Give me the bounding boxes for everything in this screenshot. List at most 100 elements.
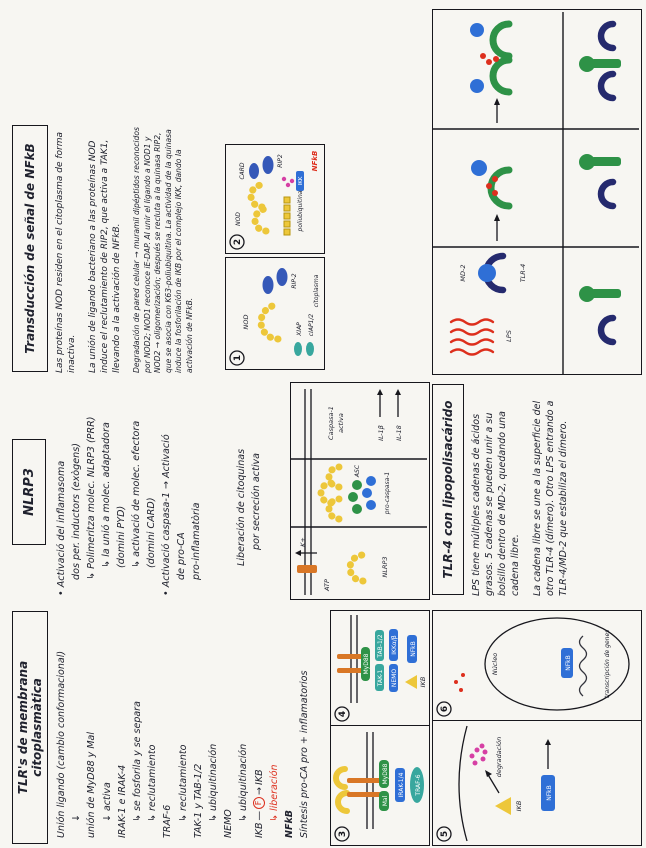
- step-number: 6: [440, 706, 450, 712]
- receptor-icon: [597, 314, 617, 346]
- rip2-molecule: [262, 156, 274, 174]
- card-domain: [249, 163, 259, 179]
- inflammasome-diagram: ATP K+ NLRP3 ASC pro-caspasa-1 Caspasa-1…: [290, 382, 430, 600]
- receptor-icon: [597, 20, 617, 52]
- lps-bound-dot: [486, 59, 492, 65]
- cascade-line: ↓ activa: [101, 782, 113, 822]
- tlr4-ectodomain: [489, 56, 513, 96]
- cascade-line: unión de MyD88 y Mal: [86, 732, 98, 838]
- nlrp3-title-text: NLRP3: [21, 468, 37, 516]
- nod-diagram-2-svg: 2 NOD CARD RIP2 poliubiquitina IKK NFkB: [229, 151, 319, 250]
- diagram-5-svg: 5 IKB degradación NFkB: [436, 725, 555, 842]
- diagram-5-panel: 5 IKB degradación NFkB: [433, 721, 641, 845]
- irak-label: IRAK-1/4: [398, 772, 405, 797]
- md2-molecule: [470, 23, 484, 37]
- receptor-head: [579, 56, 595, 72]
- traf6-molecule: [410, 767, 424, 803]
- step-number: 4: [338, 711, 348, 717]
- atp-label: ATP: [323, 579, 331, 592]
- receptor-icon: [597, 70, 617, 102]
- ubiquitin-unit: [283, 220, 291, 228]
- step-circle: [229, 350, 245, 366]
- ikb-triangle: [495, 797, 511, 815]
- receptor-icon: [597, 178, 617, 210]
- degradation-dot: [480, 756, 486, 762]
- caspase-label: Caspasa-1: [327, 406, 335, 440]
- procaspase-label: pro-caspasa-1: [384, 472, 391, 515]
- nfkb-paragraph: Las proteínas NOD residen en el citoplas…: [55, 132, 77, 373]
- cytoplasm-label: citoplasma: [313, 274, 320, 307]
- lps-acyl-chain: [449, 338, 495, 346]
- p2x7-channel: [297, 565, 317, 573]
- note-line: ↳ Polimeritza molec. NLRP3 (PRR): [86, 416, 97, 580]
- nod-diagram-1: 1 NOD RIP-2 XIAP cIAP1/2 citoplasma: [225, 257, 325, 370]
- membrane-line: [458, 725, 468, 842]
- tlr4-paragraph: LPS tiene múltiples cadenas de ácidos gr…: [471, 411, 521, 596]
- liberation-note: ↳ liberación: [268, 764, 280, 822]
- cascade-line: IRAK-1 e IRAK-4: [116, 764, 128, 838]
- diagram-4-svg: 4 MyD88 TAK-1 TAB-1/2 NEMO IKKα/β IKB NF…: [334, 615, 427, 722]
- signal-dot: [459, 688, 463, 693]
- cascade-line: TAK-1 y TAB-1/2: [192, 763, 204, 838]
- mal-label: Mal: [382, 795, 389, 806]
- nod-oligomer: [247, 181, 266, 211]
- diagram-6-panel: 6 Núcleo NFkB transcripción de genes: [433, 611, 641, 722]
- note-line: pro-inflamatòria: [191, 502, 202, 580]
- signal-dot: [454, 680, 458, 685]
- nod-diagram-1-svg: 1 NOD RIP-2 XIAP cIAP1/2 citoplasma: [229, 268, 320, 366]
- traf6-label: TRAF-6: [415, 774, 422, 796]
- step-circle: [334, 706, 350, 722]
- diagram-3-panel: 3 Mal MyD88 IRAK-1/4 TRAF-6: [331, 726, 429, 845]
- ubiquitin-unit: [283, 196, 291, 204]
- tlr-receptor-bar: [347, 792, 381, 797]
- cytokine-secretion-note: Liberación de citoquinas por secreción a…: [234, 396, 270, 566]
- nfkb-notes: Las proteínas NOD residen en el citoplas…: [54, 123, 200, 373]
- ligand-blob: [333, 766, 348, 790]
- md2-molecule: [470, 79, 484, 93]
- phospho-dot: [285, 182, 291, 188]
- procaspase-molecule: [366, 476, 376, 486]
- tlr4-paragraph: La cadena libre se une a la superficie d…: [532, 400, 569, 596]
- asc-molecule: [352, 504, 362, 514]
- cascade-line: ↳ se fosforila y se separa: [132, 701, 144, 822]
- procaspase-molecule: [362, 488, 372, 498]
- step-number: 1: [233, 355, 243, 361]
- tlr-membrane-title-text: TLR's de membrana citoplasmàtica: [16, 660, 44, 795]
- k-label: K+: [299, 537, 307, 547]
- phospho-dot: [281, 176, 287, 182]
- polyubiquitin-label: poliubiquitina: [297, 190, 304, 232]
- lps-bound-dot: [486, 183, 492, 189]
- lps-bound-dot: [480, 53, 486, 59]
- ikb-label: IKB: [253, 769, 265, 785]
- note-line: • Activació del inflamasoma: [56, 460, 67, 596]
- step-number: 3: [338, 831, 348, 837]
- note-line: ↳ la unió a molec. adaptadora: [101, 422, 112, 568]
- tlr4-ectodomain: [489, 20, 513, 60]
- phospho-dot: [289, 178, 295, 184]
- ikb-label: IKB: [253, 822, 265, 838]
- dna-strand: [578, 635, 588, 697]
- md2-label: MD-2: [459, 264, 467, 281]
- nfkb-paragraph: La unión de ligando bacteriano a las pro…: [88, 139, 122, 373]
- card-label: CARD: [239, 162, 246, 179]
- step-number: 2: [233, 239, 243, 245]
- note-line: ↳ activació de molec. efectora: [131, 420, 142, 568]
- arrowhead: [295, 550, 301, 556]
- signal-dot: [461, 673, 465, 678]
- nlrp3-oligomer: [325, 495, 343, 523]
- synthesis-note: Síntesis pro-CA pro + inflamatorios: [299, 670, 311, 838]
- asc-molecule: [352, 480, 362, 490]
- myd88-label: MyD88: [363, 653, 370, 674]
- note-line: (domini PYD): [116, 505, 127, 568]
- ikb-phosphorylation-line: IKB — F → IKB: [252, 608, 267, 838]
- section-title-tlr-membrane: TLR's de membrana citoplasmàtica: [12, 611, 48, 844]
- down-arrow: ↓: [71, 814, 83, 822]
- arrowhead: [395, 389, 401, 395]
- nfkb-paragraph: Degradación de pared celular → muramil d…: [132, 127, 194, 373]
- receptor-head: [579, 154, 595, 170]
- tlr-signaling-cascade: Unión ligando (cambio conformacional) ↓ …: [54, 608, 328, 838]
- diagram-4-panel: 4 MyD88 TAK-1 TAB-1/2 NEMO IKKα/β IKB NF…: [331, 611, 429, 726]
- nucleus-label: Núcleo: [491, 653, 499, 675]
- receptor-head: [579, 286, 595, 302]
